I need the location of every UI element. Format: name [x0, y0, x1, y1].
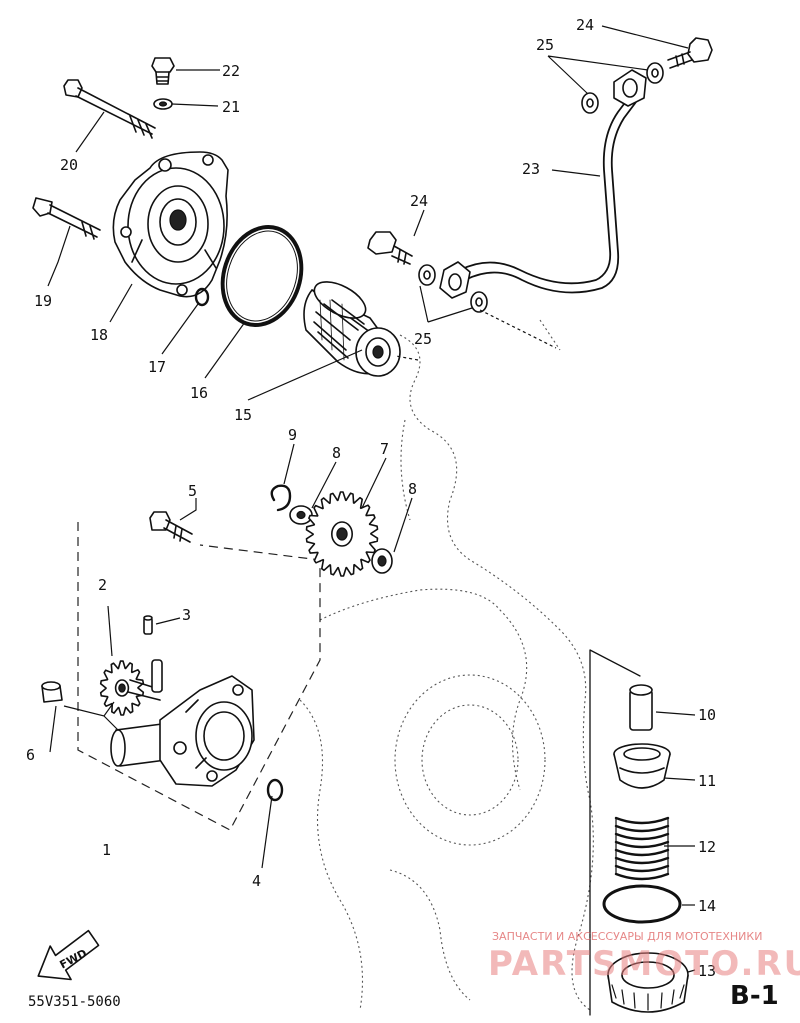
callout-25b: 25	[414, 330, 432, 348]
part-21-washer	[153, 98, 173, 110]
part-13-valve-gear	[607, 952, 689, 1013]
part-17-small-o-ring	[194, 287, 210, 307]
watermark: ЗАПЧАСТИ И АКСЕССУАРЫ ДЛЯ МОТОТЕХНИКИ PA…	[488, 930, 800, 984]
part-12-valve-spring	[614, 816, 670, 881]
part-2-drive-gear	[99, 660, 145, 716]
part-1-oil-pump	[110, 675, 255, 787]
part-24-union-bolt-lower	[367, 231, 413, 265]
part-11-valve-plug	[613, 743, 671, 789]
part-4-small-o-ring	[266, 778, 284, 802]
callout-9: 9	[288, 426, 297, 444]
part-22-plug-bolt	[151, 57, 175, 85]
callout-17: 17	[148, 358, 166, 376]
callout-11: 11	[698, 772, 716, 790]
callout-1: 1	[102, 841, 111, 859]
part-2-drive-shaft	[127, 659, 163, 701]
fwd-arrow-icon: FWD	[37, 929, 100, 981]
callout-18: 18	[90, 326, 108, 344]
part-20-long-bolt	[63, 79, 156, 139]
part-8-washers	[289, 505, 393, 574]
callout-10: 10	[698, 706, 716, 724]
callout-19: 19	[34, 292, 52, 310]
callout-8a: 8	[332, 444, 341, 462]
callout-24b: 24	[410, 192, 428, 210]
callout-24a: 24	[576, 16, 594, 34]
callout-14: 14	[698, 897, 716, 915]
part-25-copper-washers-lower	[418, 264, 488, 313]
part-19-short-bolt	[32, 197, 101, 240]
crankcase-outline	[299, 319, 594, 1011]
part-9-circlip	[270, 484, 292, 512]
relief-valve-outline	[589, 649, 641, 1016]
callout-20: 20	[60, 156, 78, 174]
watermark-tagline: ЗАПЧАСТИ И АКСЕССУАРЫ ДЛЯ МОТОТЕХНИКИ	[492, 930, 762, 943]
watermark-brand: PARTSMOTO.RU	[488, 944, 800, 984]
callout-3: 3	[182, 606, 191, 624]
part-3-dowel-pin	[143, 615, 153, 635]
callout-2: 2	[98, 576, 107, 594]
part-24-union-bolt-upper	[667, 37, 713, 69]
part-25-copper-washers-upper	[581, 62, 664, 114]
part-15-oil-filter-element	[303, 281, 401, 377]
callout-22: 22	[222, 62, 240, 80]
part-16-large-o-ring	[220, 225, 304, 327]
part-18-filter-cover	[112, 151, 229, 298]
callout-16: 16	[190, 384, 208, 402]
part-6-collar	[41, 681, 63, 703]
part-10-valve-pin	[629, 684, 653, 731]
callout-4: 4	[252, 872, 261, 890]
drawing-code: 55V351-5060	[28, 994, 121, 1010]
callout-6: 6	[26, 746, 35, 764]
callout-8b: 8	[408, 480, 417, 498]
callout-15: 15	[234, 406, 252, 424]
part-23-oil-delivery-pipe	[439, 69, 647, 299]
sheet-label: B-1	[730, 981, 779, 1011]
callout-7: 7	[380, 440, 389, 458]
callout-12: 12	[698, 838, 716, 856]
callouts: 1 2 3 4 5 6 7 8 8 9 10 11 12 13 14 15 16…	[26, 16, 716, 980]
callout-21: 21	[222, 98, 240, 116]
leader-lines	[47, 25, 696, 973]
callout-13: 13	[698, 962, 716, 980]
oil-pump-assembly-outline	[77, 522, 321, 831]
part-7-driven-gear	[305, 491, 379, 577]
callout-5: 5	[188, 482, 197, 500]
callout-23: 23	[522, 160, 540, 178]
callout-25a: 25	[536, 36, 554, 54]
part-5-bolt	[149, 511, 193, 543]
part-14-valve-o-ring	[602, 884, 682, 924]
